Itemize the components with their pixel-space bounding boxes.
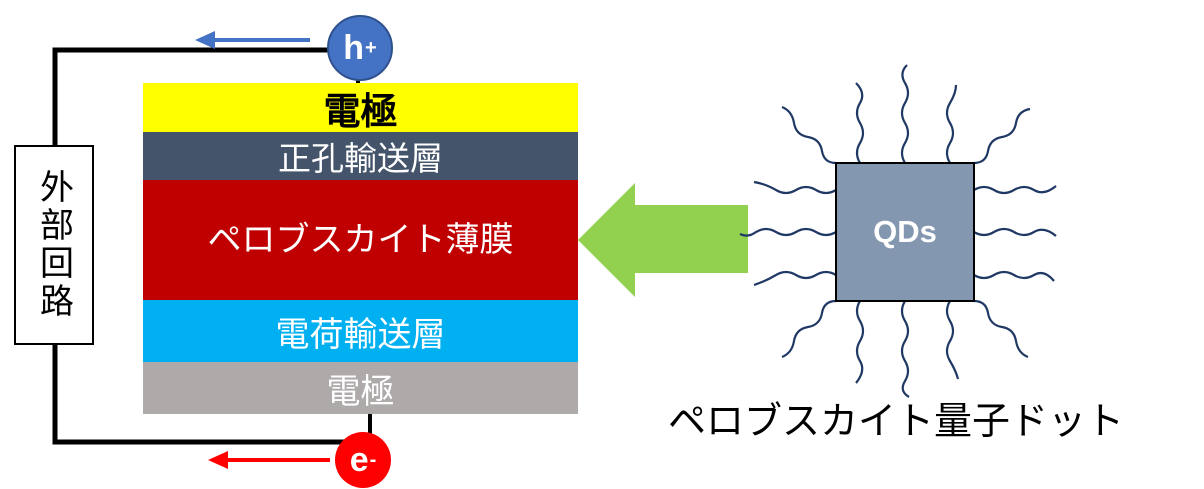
circuit-wire-top: [52, 47, 358, 145]
perovskite-film-label: ペロブスカイト薄膜: [207, 220, 514, 260]
top-electrode-layer: 電極: [143, 83, 578, 133]
quantum-dot-label: QDs: [873, 214, 937, 249]
external-circuit-label: 外部回路: [33, 169, 74, 321]
hole-transport-layer: 正孔輸送層: [143, 132, 578, 180]
charge-transport-label: 電荷輸送層: [275, 314, 446, 355]
hole-charge-sign: +: [365, 36, 377, 59]
external-circuit-box: 外部回路: [14, 145, 94, 345]
electron-charge-sign: -: [369, 448, 377, 471]
bottom-electrode-label: 電極: [326, 371, 395, 412]
top-electrode-label: 電極: [323, 89, 398, 133]
qd-to-film-arrow: [578, 183, 748, 297]
perovskite-film-layer: ペロブスカイト薄膜: [143, 180, 578, 300]
circuit-wire-bottom: [52, 345, 358, 445]
quantum-dot-box: [835, 162, 975, 302]
hole-carrier-badge: h+: [327, 15, 393, 81]
hole-symbol: h: [343, 28, 365, 67]
quantum-dot-caption: ペロブスカイト量子ドット: [668, 399, 1125, 443]
hole-transport-label: 正孔輸送層: [278, 139, 443, 178]
electron-flow-arrow: [208, 451, 330, 469]
charge-transport-layer: 電荷輸送層: [143, 300, 578, 362]
electron-symbol: e: [349, 440, 369, 479]
ligand-group: [739, 64, 1057, 398]
hole-flow-arrow: [195, 31, 310, 49]
electron-carrier-badge: e-: [335, 432, 391, 488]
bottom-electrode-layer: 電極: [143, 362, 578, 414]
